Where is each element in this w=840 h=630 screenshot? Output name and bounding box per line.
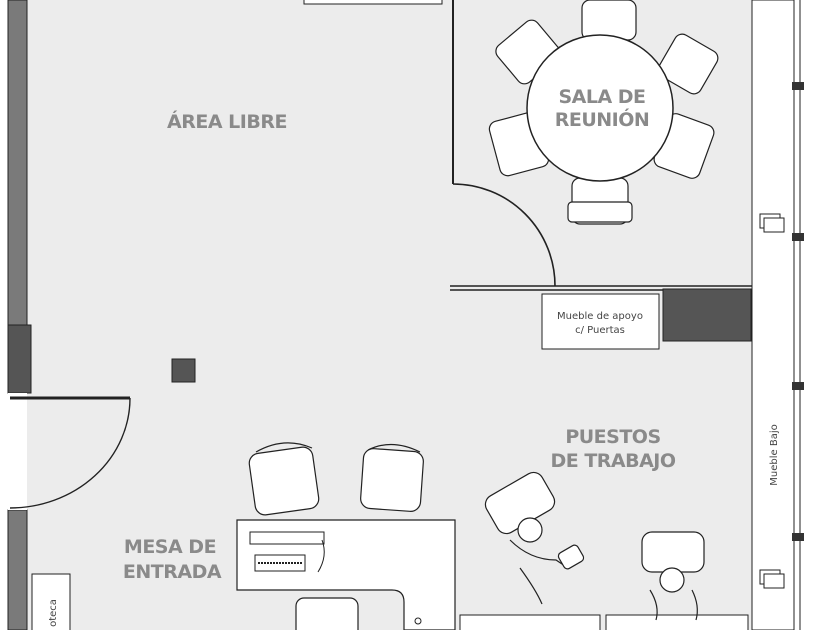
window-mullion bbox=[792, 233, 804, 241]
entrance-door-swing bbox=[9, 397, 131, 509]
workstation-desk bbox=[459, 614, 601, 630]
left-wall bbox=[7, 509, 28, 630]
bookshelf bbox=[31, 573, 71, 630]
reception-desk-label: MESA DE bbox=[124, 536, 216, 558]
right-wall-strip bbox=[751, 0, 795, 630]
bookshelf-label: oteca bbox=[48, 599, 59, 627]
phone-icon bbox=[414, 617, 422, 625]
door-opening bbox=[8, 393, 27, 510]
workstations-label: PUESTOS bbox=[565, 426, 660, 448]
workstations-label: DE TRABAJO bbox=[550, 450, 675, 472]
left-wall-column bbox=[7, 324, 32, 394]
meeting-chairs bbox=[488, 0, 719, 225]
outlet-icon bbox=[763, 217, 785, 233]
reception-chair bbox=[295, 597, 359, 630]
workstation-chair bbox=[484, 471, 585, 605]
window-mullion bbox=[792, 82, 804, 90]
window-mullion bbox=[792, 533, 804, 541]
workstation-chair bbox=[641, 531, 705, 621]
visitor-chairs bbox=[248, 442, 424, 516]
support-cabinet bbox=[541, 293, 660, 350]
small-column bbox=[171, 358, 196, 383]
workstation-desk bbox=[605, 614, 749, 630]
support-cabinet-label: Mueble de apoyo bbox=[557, 311, 643, 322]
window-mullion bbox=[792, 382, 804, 390]
meeting-room-label: SALA DE bbox=[558, 86, 645, 108]
outlet-icon bbox=[763, 573, 785, 589]
cable-icon bbox=[317, 539, 325, 573]
left-wall bbox=[7, 0, 28, 326]
meeting-table bbox=[526, 34, 674, 182]
monitor-icon bbox=[249, 531, 325, 545]
reception-desk-label: ENTRADA bbox=[123, 561, 222, 583]
meeting-door-swing bbox=[452, 183, 556, 287]
meeting-room-label: REUNIÓN bbox=[555, 107, 650, 131]
low-cabinet-label: Mueble Bajo bbox=[769, 424, 780, 485]
top-furniture bbox=[303, 0, 443, 5]
free-area-label: ÁREA LIBRE bbox=[167, 110, 287, 133]
column-block bbox=[662, 288, 752, 342]
reception-desk bbox=[236, 519, 456, 630]
support-cabinet-label: c/ Puertas bbox=[575, 325, 625, 336]
